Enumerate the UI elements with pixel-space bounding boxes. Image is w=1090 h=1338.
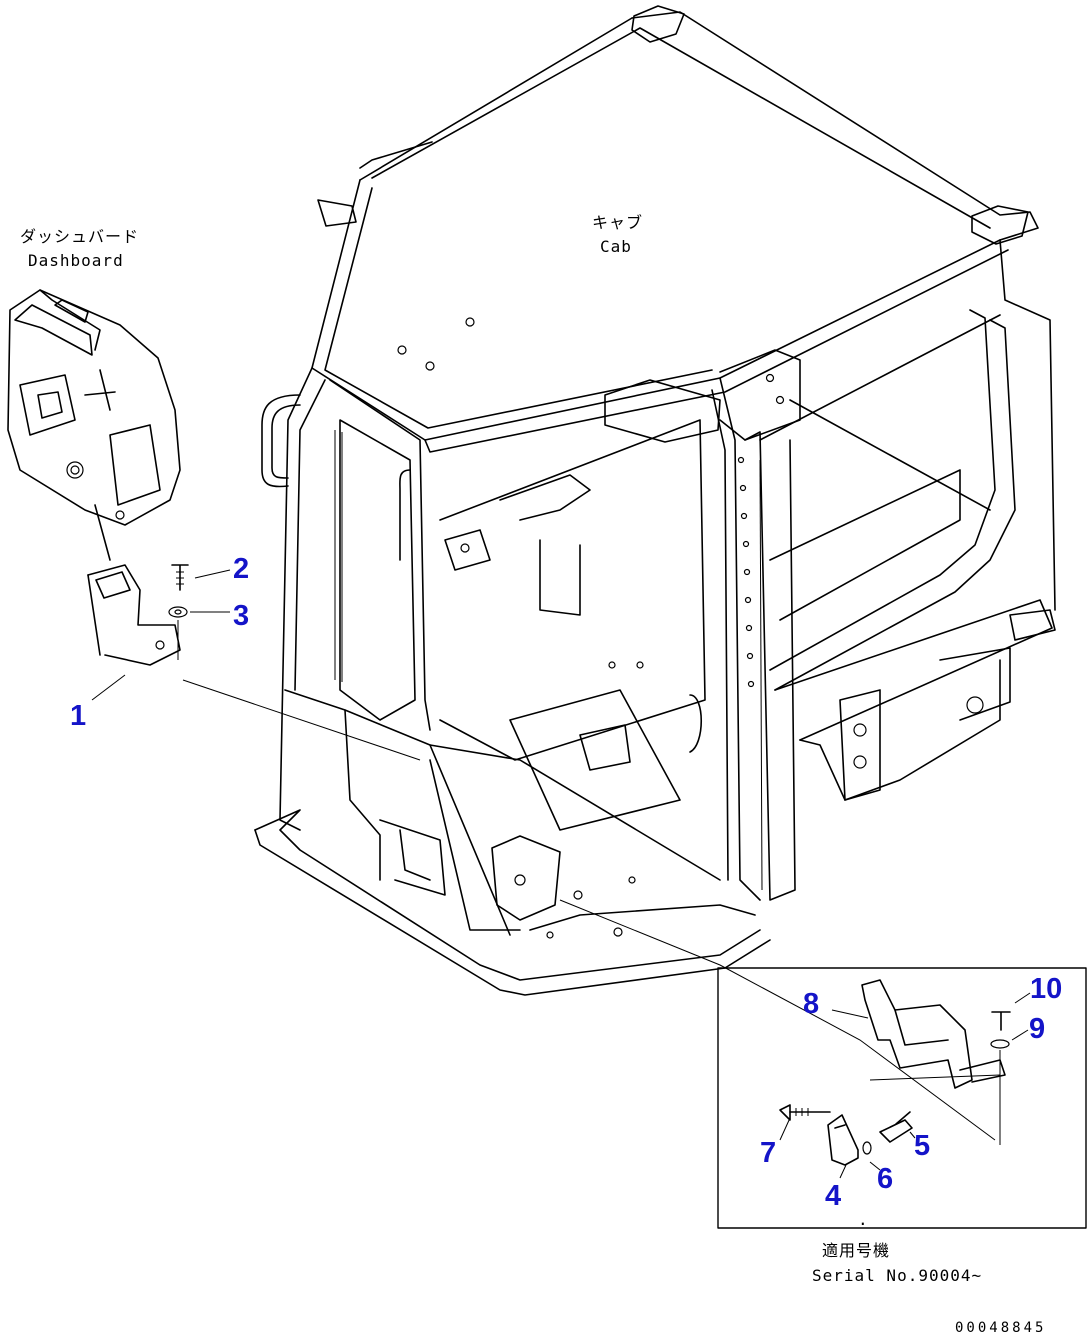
callout-1: 1 <box>70 700 86 732</box>
callout-7: 7 <box>760 1137 776 1169</box>
cab-label-jp: キャブ <box>592 213 643 232</box>
drawing-code: 00048845 <box>955 1320 1046 1336</box>
svg-text:.: . <box>858 1210 869 1229</box>
cab-label-en: Cab <box>600 237 632 256</box>
callout-2: 2 <box>233 553 249 585</box>
callout-6: 6 <box>877 1163 893 1195</box>
callout-4: 4 <box>825 1180 841 1212</box>
leader-2 <box>194 569 231 579</box>
dashboard-label-jp: ダッシュバード <box>20 227 139 246</box>
leader-9 <box>1011 1029 1029 1041</box>
callout-10: 10 <box>1030 973 1062 1005</box>
callout-3: 3 <box>233 600 249 632</box>
serial-label-jp: 適用号機 <box>822 1241 890 1260</box>
leader-6 <box>869 1161 881 1171</box>
callout-9: 9 <box>1029 1013 1045 1045</box>
callout-8: 8 <box>803 988 819 1020</box>
inset-detail: . <box>717 967 1087 1229</box>
leader-1 <box>91 674 126 701</box>
bolt-2 <box>171 564 189 591</box>
leader-7 <box>779 1117 791 1141</box>
leader-5 <box>909 1131 916 1139</box>
leader-8 <box>831 1009 869 1019</box>
dashboard-label-en: Dashboard <box>28 251 124 270</box>
serial-label-en: Serial No.90004~ <box>812 1266 982 1285</box>
cab-assembly <box>182 5 1056 1141</box>
leader-4 <box>839 1164 847 1179</box>
leader-10 <box>1014 992 1031 1004</box>
dashboard-assembly <box>7 289 181 666</box>
washer-3 <box>168 606 188 660</box>
callout-5: 5 <box>914 1130 930 1162</box>
